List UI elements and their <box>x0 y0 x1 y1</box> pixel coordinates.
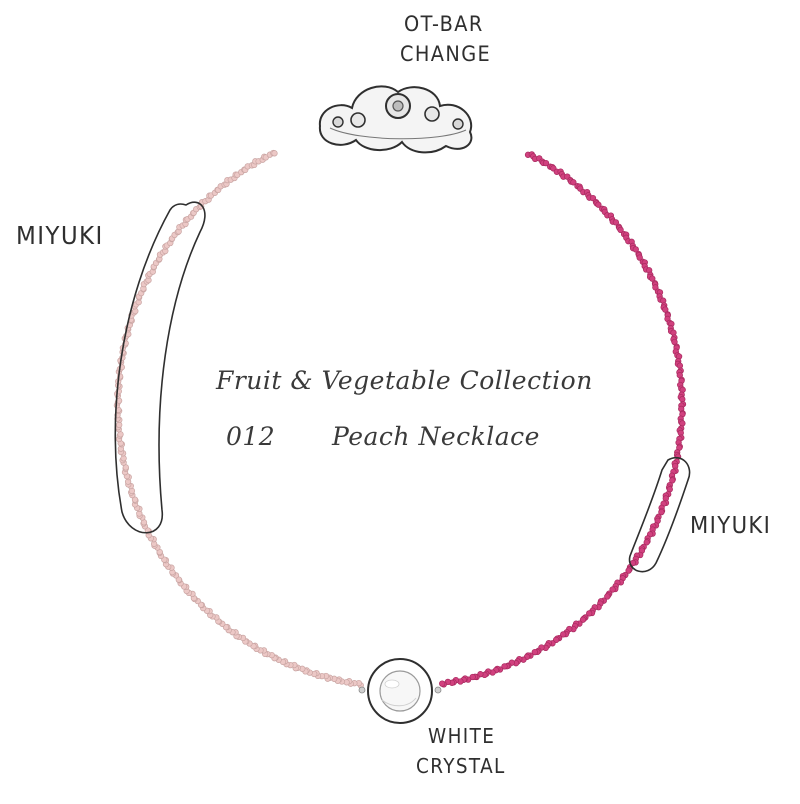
magenta-bead <box>612 219 620 226</box>
magenta-bead <box>595 201 602 208</box>
magenta-bead <box>570 179 577 186</box>
clasp-label-line2: CHANGE <box>400 42 492 66</box>
miyuki-right-outline <box>628 456 691 573</box>
magenta-bead <box>560 631 567 638</box>
ot-bar-clasp-icon <box>318 85 473 154</box>
product-name: Peach Necklace <box>332 422 540 451</box>
page-title: Fruit & Vegetable Collection <box>216 366 593 395</box>
magenta-bead <box>439 680 446 687</box>
crystal-label-line1: WHITE <box>428 724 496 748</box>
magenta-bead <box>617 226 624 234</box>
magenta-bead-strand <box>439 151 687 688</box>
light-pink-bead <box>131 496 139 503</box>
magenta-bead <box>658 508 665 516</box>
magenta-bead <box>579 616 587 623</box>
magenta-bead <box>649 275 656 282</box>
magenta-bead <box>531 648 538 656</box>
magenta-bead <box>586 610 593 617</box>
miyuki-left-outline <box>114 201 206 534</box>
magenta-bead <box>542 159 550 167</box>
magenta-bead <box>609 586 616 593</box>
light-pink-bead <box>271 150 278 157</box>
magenta-bead <box>625 567 632 574</box>
miyuki-right-label: MIYUKI <box>690 513 772 539</box>
crystal-bead-icon <box>358 658 442 724</box>
crystal-label-line2: CRYSTAL <box>416 754 506 778</box>
magenta-bead <box>501 663 508 670</box>
product-number: 012 <box>226 422 276 451</box>
light-pink-bead-strand <box>113 149 364 689</box>
magenta-bead <box>469 673 476 681</box>
magenta-bead <box>604 593 611 600</box>
magenta-bead <box>632 246 639 253</box>
clasp-label-line1: OT-BAR <box>404 12 484 36</box>
magenta-bead <box>636 254 643 261</box>
miyuki-left-label: MIYUKI <box>16 221 104 250</box>
magenta-bead <box>643 539 650 546</box>
